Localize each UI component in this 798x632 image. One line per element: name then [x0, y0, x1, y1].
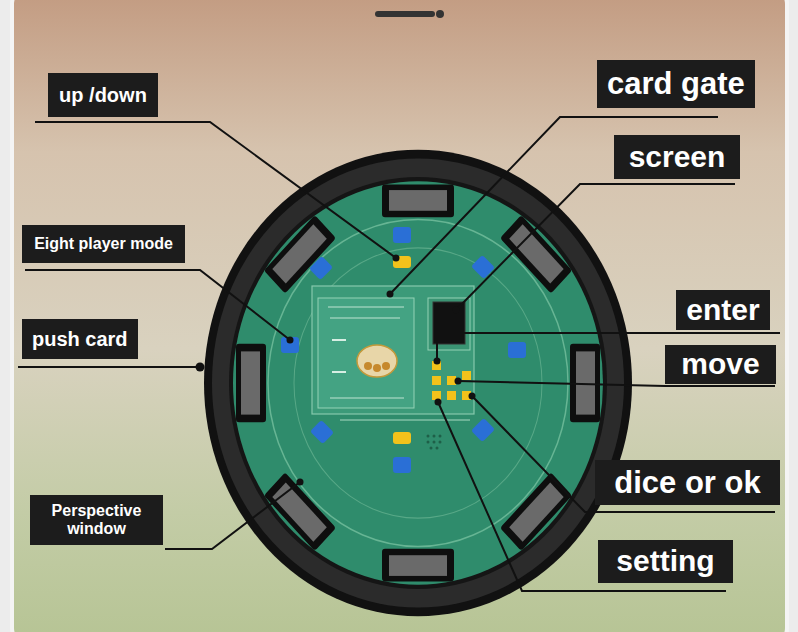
callout-label: move [665, 345, 776, 384]
label-text: up /down [59, 84, 147, 107]
callout-label: dice or ok [595, 460, 780, 505]
blue-button [471, 418, 495, 442]
leader-line [472, 396, 775, 512]
key [432, 376, 441, 385]
blue-buttons [281, 227, 526, 473]
logo [357, 345, 397, 377]
label-text: setting [616, 544, 714, 579]
card-slot [500, 472, 572, 551]
slot-window [241, 351, 260, 414]
leader-dot [453, 307, 460, 314]
blue-button [508, 342, 526, 358]
logo-dot [382, 362, 390, 370]
card-slot [264, 472, 336, 551]
label-text: push card [32, 328, 128, 351]
label-text: dice or ok [614, 465, 760, 501]
callout-label: push card [22, 319, 138, 359]
leader-line [35, 122, 396, 258]
label-text: enter [686, 293, 759, 328]
panel-line [330, 398, 404, 399]
photo-background [12, 0, 787, 632]
panel-line [332, 371, 346, 373]
yellow-button [393, 432, 411, 444]
card-slot [382, 549, 454, 582]
leader-dot [196, 363, 205, 372]
leader-line [165, 482, 300, 549]
leader-dot [455, 378, 462, 385]
callout-label: setting [598, 540, 733, 583]
panel-line [328, 307, 404, 308]
label-text: Perspective window [40, 502, 153, 539]
callout-label: Eight player mode [22, 225, 185, 263]
slot-window [509, 482, 563, 541]
top-bar [375, 11, 435, 17]
logo-dot [364, 362, 372, 370]
leader-dot [434, 358, 441, 365]
blue-button [309, 256, 333, 280]
control-panel [312, 286, 474, 450]
card-slot [382, 185, 454, 218]
callout-label: enter [676, 290, 770, 330]
panel-line [330, 318, 400, 319]
blue-button [393, 457, 411, 473]
label-text: screen [629, 140, 726, 175]
leader-dot [297, 479, 304, 486]
panel-line [332, 339, 346, 341]
leader-line [18, 366, 200, 368]
blue-button [281, 337, 299, 353]
slot-window [272, 482, 326, 541]
slot-window [509, 224, 563, 283]
key [462, 371, 471, 380]
key [432, 391, 441, 400]
top-dot [436, 10, 444, 18]
leader-dot [469, 393, 476, 400]
blue-button [393, 227, 411, 243]
label-text: move [681, 347, 759, 382]
logo-dot [373, 364, 381, 372]
label-text: Eight player mode [34, 235, 173, 253]
callout-label: up /down [48, 73, 158, 117]
leader-dot [435, 399, 442, 406]
card-slot [264, 215, 336, 294]
slot-window [389, 190, 447, 211]
panel-left [318, 298, 414, 408]
panel [312, 286, 474, 414]
slot-window [389, 555, 447, 576]
key [447, 391, 456, 400]
panel-right [428, 298, 470, 350]
leader-dot [387, 291, 394, 298]
leader-dot [287, 337, 294, 344]
blue-button [310, 420, 334, 444]
speaker [427, 435, 442, 450]
leader-dot [393, 255, 400, 262]
callout-label: screen [614, 135, 740, 179]
callout-label: card gate [597, 60, 755, 108]
card-slot [236, 344, 266, 422]
label-text: card gate [607, 66, 745, 102]
callout-label: Perspective window [30, 495, 163, 545]
panel-line [340, 420, 470, 421]
